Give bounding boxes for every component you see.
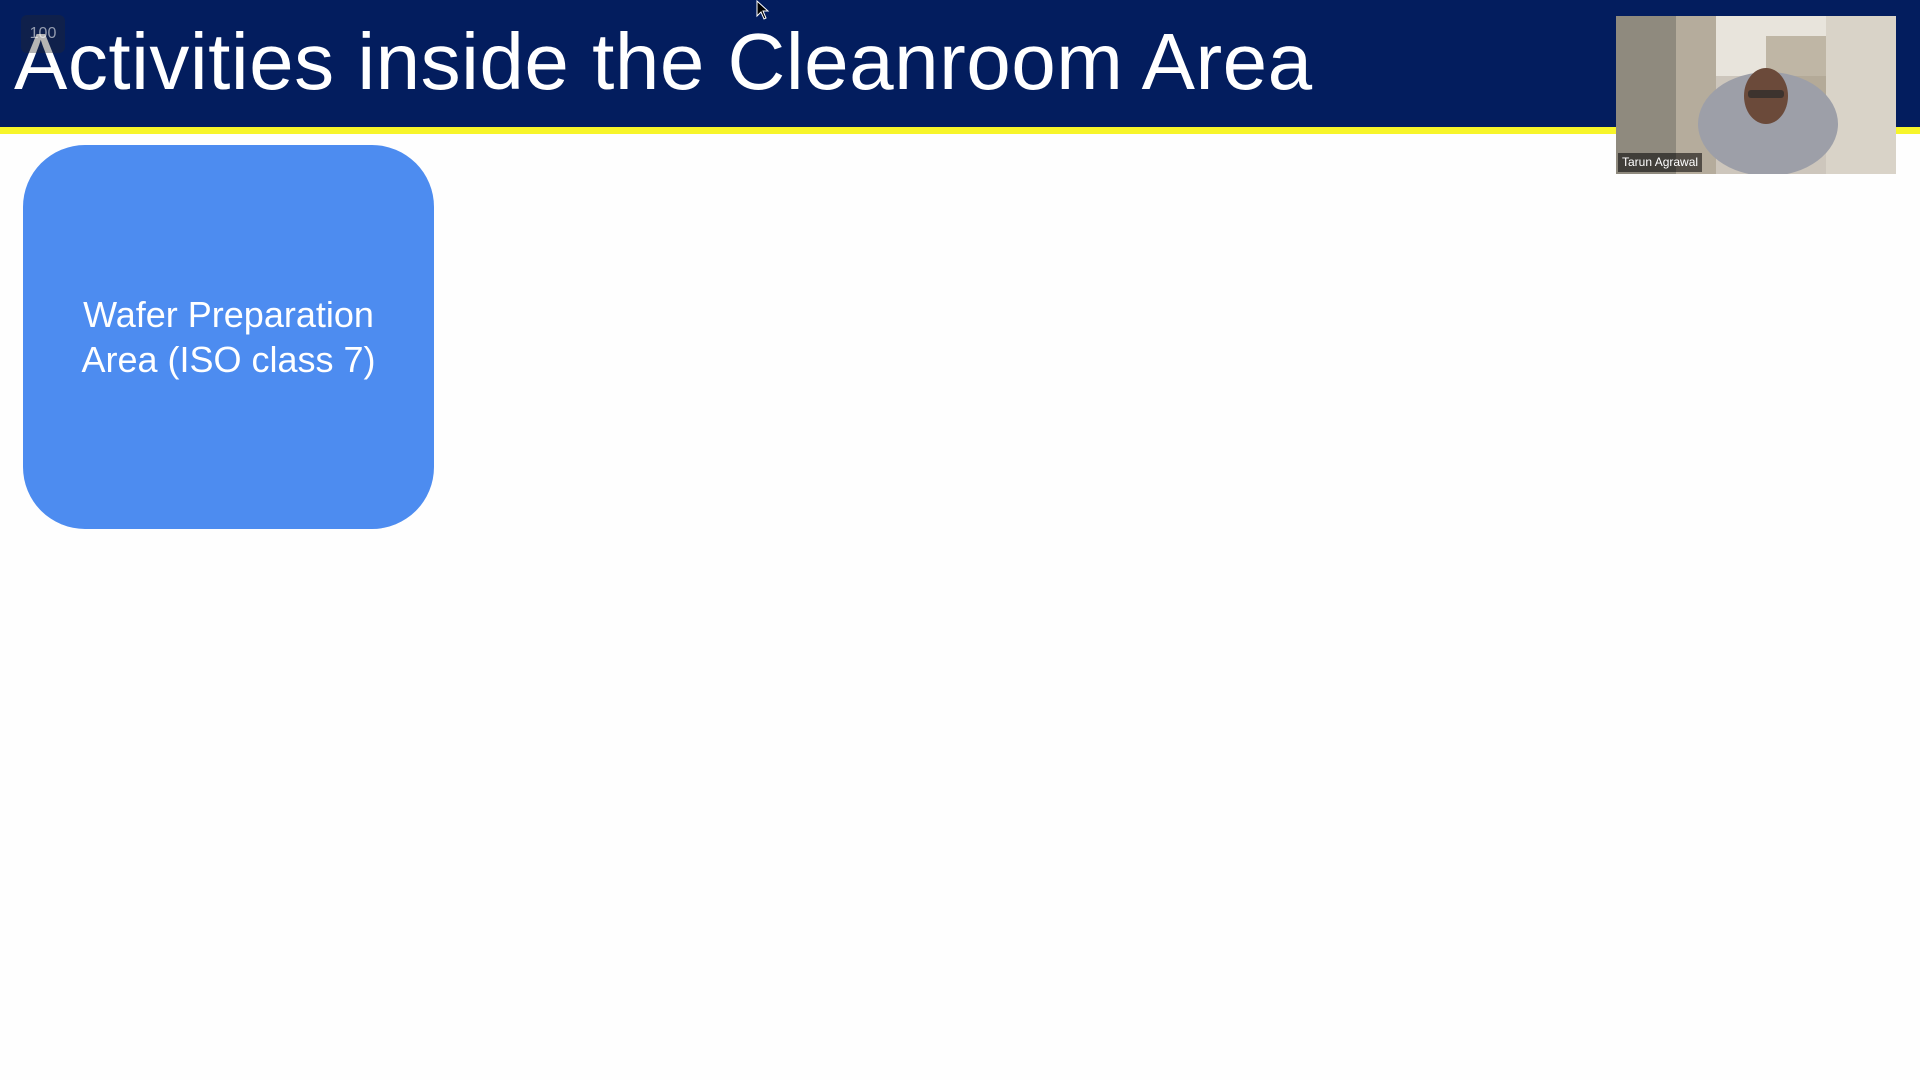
wafer-preparation-box: Wafer Preparation Area (ISO class 7): [23, 145, 434, 529]
zoom-badge[interactable]: 100: [21, 15, 65, 53]
slide-title: Activities inside the Cleanroom Area: [14, 17, 1313, 106]
wafer-preparation-label: Wafer Preparation Area (ISO class 7): [81, 294, 376, 380]
mouse-pointer-icon: [756, 0, 770, 20]
title-underline: [0, 127, 1920, 134]
participant-video-feed: [1616, 16, 1896, 174]
participant-name-label: Tarun Agrawal: [1618, 153, 1703, 172]
title-bar: [0, 0, 1920, 127]
participant-video-tile[interactable]: Tarun Agrawal: [1616, 16, 1896, 174]
